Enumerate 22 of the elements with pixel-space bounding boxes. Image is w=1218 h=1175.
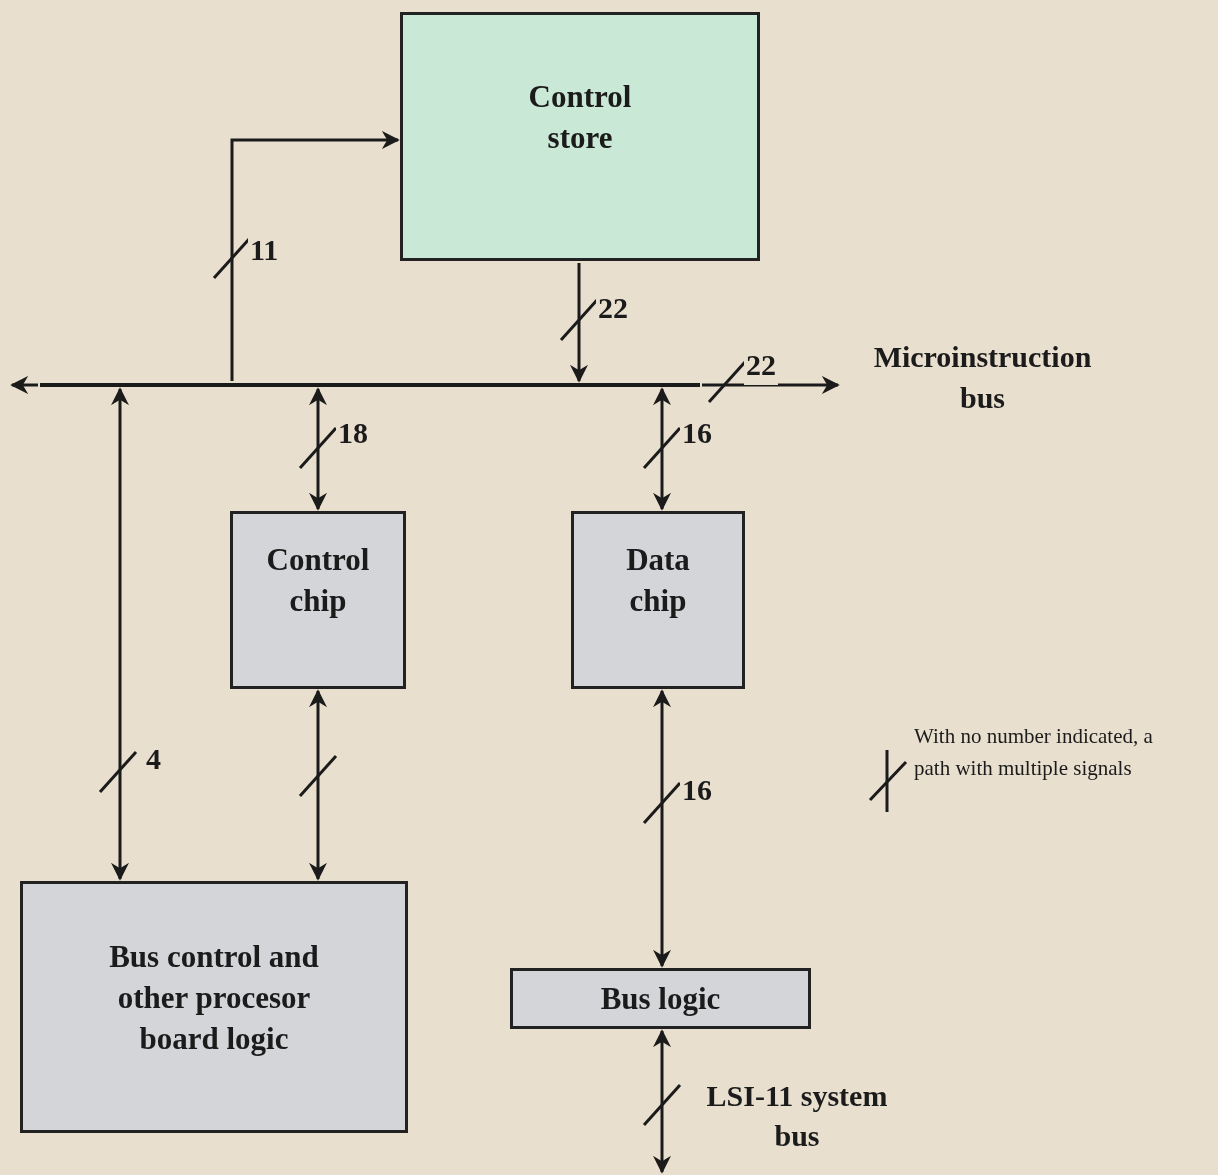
arrow — [653, 689, 671, 968]
arrow — [570, 263, 588, 383]
arrow — [309, 387, 327, 511]
arrow — [653, 387, 671, 511]
block — [510, 968, 811, 1029]
arrow — [111, 387, 129, 881]
block — [571, 511, 745, 689]
arrow — [10, 376, 38, 394]
arrow — [309, 689, 327, 881]
memory-block — [400, 12, 760, 261]
block — [20, 881, 408, 1133]
legend-note: With no number indicated, a path with multiple signals — [914, 723, 1154, 782]
block-label: Bus logic — [599, 980, 722, 1018]
arrow — [653, 1029, 671, 1174]
block — [230, 511, 406, 689]
arrow — [230, 131, 400, 381]
arrow — [702, 376, 840, 394]
block-label: Control store — [527, 77, 633, 157]
block-label: Bus control and other procesor board logic — [108, 937, 320, 1058]
block-label: Control chip — [265, 541, 371, 620]
block-label: Data chip — [625, 541, 691, 620]
bus-name: Microinstruction bus — [872, 339, 1093, 416]
